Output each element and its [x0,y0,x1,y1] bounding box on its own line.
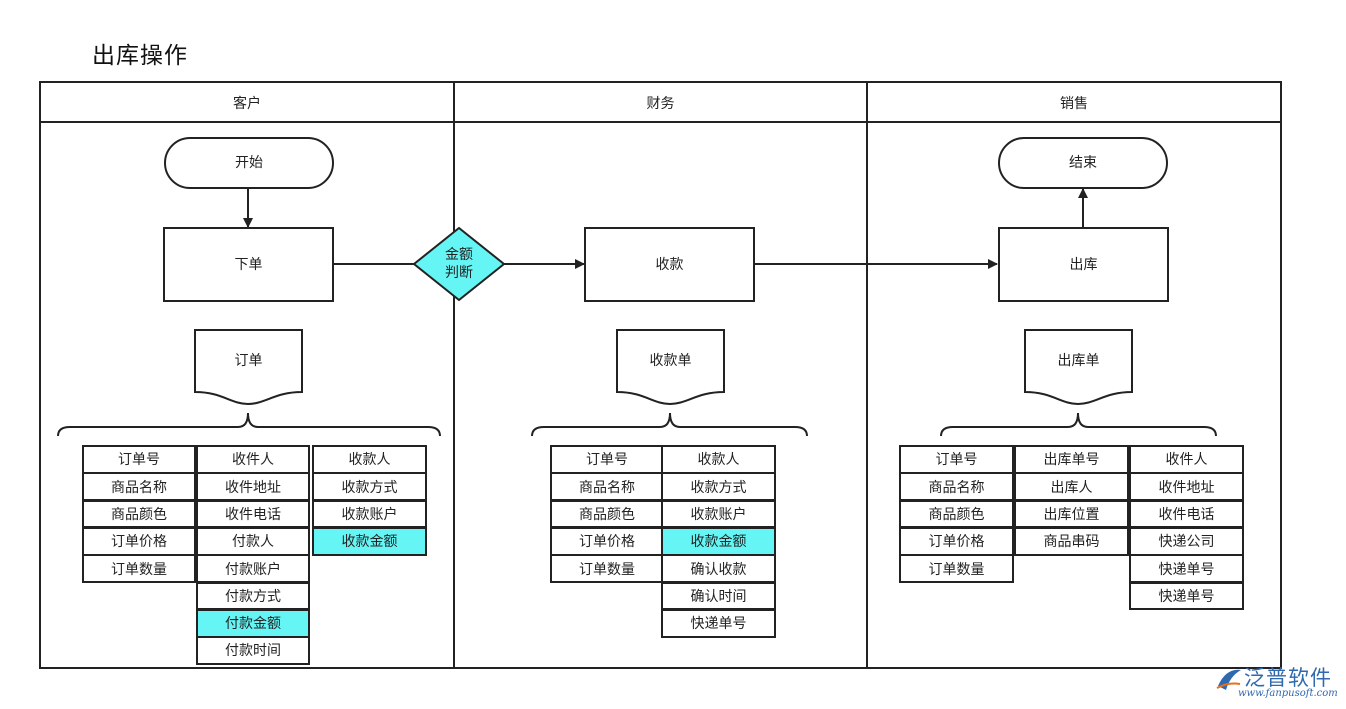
field-cell-outbound-col3-4: 快递单号 [1129,554,1244,583]
field-cell-outbound-col3-0: 收件人 [1129,445,1244,474]
field-cell-outbound-col3-3: 快递公司 [1129,526,1244,556]
outbound-fields-brace [940,412,1217,437]
field-cell-order-col2-0: 收件人 [196,445,310,474]
lane-header-finance: 财务 [646,95,675,112]
field-cell-order-col1-2: 商品颜色 [82,499,196,529]
receipt-fields-brace [531,412,808,437]
swimlane-frame [39,81,1282,669]
field-cell-outbound-col1-3: 订单价格 [899,526,1014,556]
field-cell-outbound-col2-1: 出库人 [1014,472,1129,502]
field-cell-outbound-col2-3: 商品串码 [1014,526,1129,556]
field-cell-order-col2-3: 付款人 [196,526,310,556]
field-cell-receipt-col2-2: 收款账户 [661,499,776,529]
field-cell-outbound-col1-1: 商品名称 [899,472,1014,502]
field-cell-receipt-col2-5: 确认时间 [661,581,776,611]
field-cell-receipt-col1-1: 商品名称 [550,472,664,502]
field-cell-order-col2-6: 付款金额 [196,608,310,638]
order-fields-brace [57,412,441,437]
field-cell-order-col2-5: 付款方式 [196,581,310,611]
field-cell-receipt-col1-3: 订单价格 [550,526,664,556]
decision-diamond [412,226,506,302]
field-cell-order-col3-1: 收款方式 [312,472,427,502]
field-cell-receipt-col2-1: 收款方式 [661,472,776,502]
field-cell-receipt-col2-4: 确认收款 [661,554,776,583]
fanpu-logo: 泛普软件 www.fanpusoft.com [1214,662,1338,702]
field-cell-outbound-col1-2: 商品颜色 [899,499,1014,529]
field-cell-receipt-col2-6: 快递单号 [661,608,776,638]
lane-header-sales: 销售 [1060,95,1088,112]
field-cell-order-col3-3: 收款金额 [312,526,427,556]
lane-header-customer: 客户 [233,95,261,112]
field-cell-order-col1-1: 商品名称 [82,472,196,502]
start-terminator [164,137,334,189]
field-cell-receipt-col2-0: 收款人 [661,445,776,474]
flow-connectors [243,188,1088,269]
order-process-box [163,227,334,302]
field-cell-order-col2-4: 付款账户 [196,554,310,583]
logo-brand-text: 泛普软件 [1244,666,1332,690]
field-cell-outbound-col3-2: 收件电话 [1129,499,1244,529]
field-cell-order-col1-0: 订单号 [82,445,196,474]
field-cell-order-col2-1: 收件地址 [196,472,310,502]
field-cell-order-col1-4: 订单数量 [82,554,196,583]
outbound-document-shape [1024,329,1133,406]
page-title: 出库操作 [92,43,188,69]
field-cell-receipt-col2-3: 收款金额 [661,526,776,556]
field-cell-order-col3-2: 收款账户 [312,499,427,529]
field-cell-receipt-col1-0: 订单号 [550,445,664,474]
logo-domain-text: www.fanpusoft.com [1238,688,1338,699]
field-cell-outbound-col2-2: 出库位置 [1014,499,1129,529]
field-cell-outbound-col2-0: 出库单号 [1014,445,1129,474]
field-cell-outbound-col3-5: 快递单号 [1129,581,1244,611]
field-cell-receipt-col1-2: 商品颜色 [550,499,664,529]
field-cell-order-col1-3: 订单价格 [82,526,196,556]
field-cell-outbound-col1-4: 订单数量 [899,554,1014,583]
order-document-shape [194,329,303,406]
field-cell-receipt-col1-4: 订单数量 [550,554,664,583]
field-cell-order-col3-0: 收款人 [312,445,427,474]
field-cell-order-col2-7: 付款时间 [196,636,310,665]
field-cell-outbound-col3-1: 收件地址 [1129,472,1244,502]
end-terminator [998,137,1168,189]
outbound-process-box [998,227,1169,302]
payment-process-box [584,227,755,302]
field-cell-outbound-col1-0: 订单号 [899,445,1014,474]
logo-mark-icon [1216,669,1241,690]
receipt-document-shape [616,329,725,406]
field-cell-order-col2-2: 收件电话 [196,499,310,529]
